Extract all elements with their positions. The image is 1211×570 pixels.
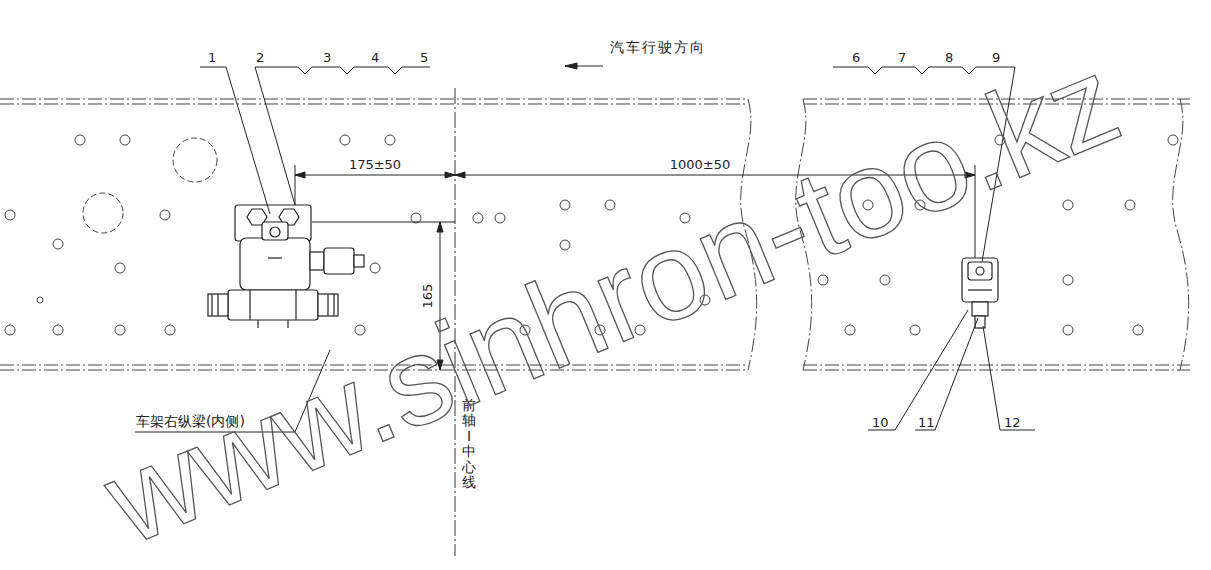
drawing-stroke (968, 262, 992, 280)
callout-number: 7 (898, 51, 906, 65)
drawing-stroke (5, 325, 15, 335)
drawing-stroke (37, 297, 43, 303)
callout-number: 10 (872, 416, 889, 430)
drawing-stroke (437, 222, 443, 232)
drawing-stroke (560, 240, 570, 250)
drawing-stroke (605, 200, 615, 210)
drawing-stroke (312, 222, 455, 223)
direction-note: 汽车行驶方向 (610, 40, 706, 55)
drawing-stroke (240, 238, 310, 290)
drawing-stroke (370, 263, 380, 273)
drawing-stroke (473, 213, 483, 223)
dimension-text: 175±50 (349, 158, 401, 172)
drawing-stroke (0, 104, 748, 105)
drawing-stroke (211, 294, 212, 316)
sensor (962, 258, 998, 328)
drawing-stroke (83, 193, 123, 233)
drawing-stroke (1133, 325, 1143, 335)
callout-number: 3 (323, 51, 331, 65)
drawing-stroke (1168, 135, 1178, 145)
drawing-stroke (1125, 200, 1135, 210)
drawing-stroke (200, 67, 270, 214)
drawing-stroke (962, 258, 998, 302)
drawing-stroke (217, 294, 218, 316)
drawing-stroke (5, 210, 15, 220)
callout-number: 4 (371, 51, 379, 65)
callout-number: 12 (1004, 416, 1021, 430)
drawing-stroke (355, 325, 365, 335)
drawing-stroke (120, 135, 130, 145)
drawing-stroke (295, 172, 305, 178)
drawing-stroke (53, 325, 63, 335)
drawing-stroke (1063, 200, 1073, 210)
callout-number: 6 (852, 51, 860, 65)
callout-number: 2 (256, 51, 264, 65)
drawing-stroke (115, 263, 125, 273)
drawing-stroke (165, 325, 175, 335)
drawing-stroke (160, 210, 170, 220)
drawing-stroke (1173, 99, 1189, 370)
drawing-stroke (565, 63, 577, 69)
drawing-stroke (255, 67, 430, 74)
dimension-text: 165 (421, 284, 435, 309)
drawing-stroke (115, 325, 125, 335)
drawing-stroke (1063, 275, 1073, 285)
drawing-stroke (845, 325, 855, 335)
callout-number: 11 (918, 416, 935, 430)
drawing-stroke (880, 275, 890, 285)
drawing-stroke (324, 248, 354, 274)
drawing-stroke (976, 267, 984, 275)
drawing-stroke (295, 165, 296, 205)
drawing-stroke (262, 222, 288, 240)
callout-number: 5 (420, 51, 428, 65)
drawing-stroke (310, 252, 324, 270)
drawing-stroke (910, 325, 920, 335)
drawing-stroke (268, 257, 282, 258)
drawing-stroke (455, 172, 465, 178)
drawing-stroke (208, 294, 228, 316)
drawing-stroke (972, 302, 988, 316)
drawing-stroke (560, 200, 570, 210)
dimension-text: 1000±50 (670, 158, 731, 172)
drawing-stroke (318, 294, 338, 316)
drawing-stroke (53, 239, 63, 249)
drawing-stroke (983, 326, 1035, 430)
drawing-stroke (333, 294, 334, 316)
drawing-stroke (868, 310, 968, 430)
callout-number: 1 (208, 51, 216, 65)
drawing-stroke (833, 67, 1015, 74)
drawing-stroke (354, 255, 364, 267)
drawing-stroke (340, 135, 350, 145)
callout-number: 8 (945, 51, 953, 65)
drawing-stroke (803, 365, 1190, 366)
drawing-stroke (0, 99, 748, 100)
drawing-stroke (270, 227, 280, 237)
drawing-stroke (385, 135, 395, 145)
drawing-stroke (295, 175, 455, 176)
drawing-stroke (249, 290, 250, 320)
drawing-stroke (228, 290, 318, 320)
drawing-stroke (255, 67, 295, 205)
drawing-stroke (287, 320, 288, 328)
solenoid-valve (208, 205, 364, 328)
drawing-stroke (173, 138, 217, 182)
drawing-stroke (327, 294, 328, 316)
drawing-stroke (968, 289, 992, 290)
drawing-stroke (495, 213, 505, 223)
drawing-stroke (257, 320, 258, 328)
drawing-stroke (915, 318, 978, 430)
drawing-stroke (75, 135, 85, 145)
drawing-stroke (803, 370, 1190, 371)
drawing-stroke (1063, 325, 1073, 335)
callout-number: 9 (992, 51, 1000, 65)
drawing-stroke (235, 205, 311, 241)
drawing-stroke (295, 290, 296, 320)
